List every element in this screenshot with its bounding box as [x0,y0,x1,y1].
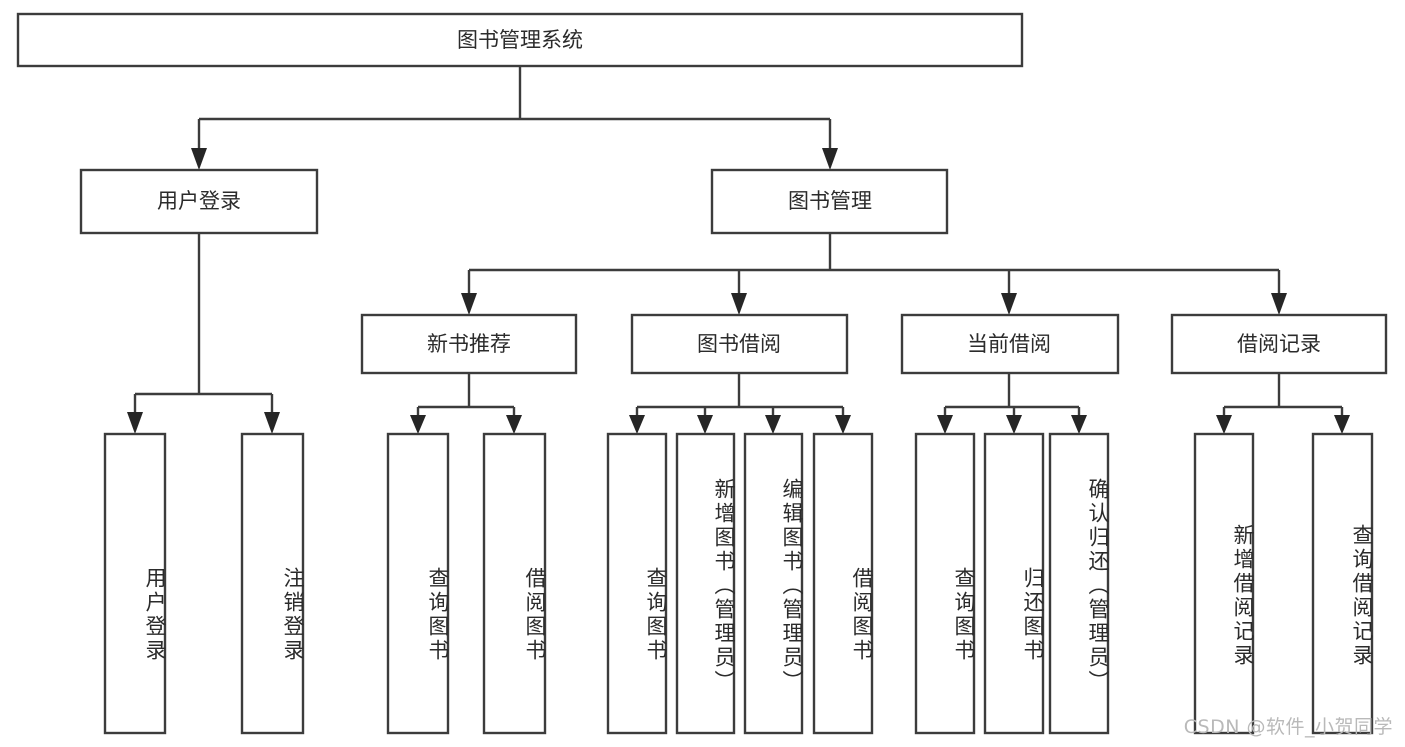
node-leaf-confirm-return-admin-box[interactable] [1048,432,1110,735]
arrow-head-leaf-add-book-admin [697,415,713,434]
node-book-management-box[interactable] [710,168,949,235]
arrow-head-leaf-query-book-recommend [410,415,426,434]
arrow-head-leaf-user-login [127,412,143,434]
node-leaf-query-book-borrow-box[interactable] [606,432,668,735]
node-borrow-records-label: 借阅记录 [1237,332,1321,356]
node-leaf-query-book-current-box[interactable] [914,432,976,735]
node-root-label: 图书管理系统 [457,28,583,52]
arrow-head-leaf-edit-book-admin [765,415,781,434]
arrow-head-book-borrow [731,293,747,315]
connector-layer [127,66,1350,434]
node-leaf-edit-book-admin-box[interactable] [743,432,804,735]
arrow-head-current-borrow [1001,293,1017,315]
node-leaf-borrow-book-box[interactable] [812,432,874,735]
arrow-head-leaf-borrow-book [835,415,851,434]
node-user-login-label: 用户登录 [157,189,241,213]
node-leaf-return-book-box[interactable] [983,432,1045,735]
arrow-head-leaf-add-borrow-record [1216,415,1232,434]
node-leaf-logout-box[interactable] [240,432,305,735]
node-root-box[interactable] [16,12,1024,68]
arrow-head-leaf-confirm-return-admin [1071,415,1087,434]
arrow-head-new-book-recommend [461,293,477,315]
node-book-borrow-label: 图书借阅 [697,332,781,356]
node-leaf-user-login-box[interactable] [103,432,167,735]
arrow-head-book-management [822,148,838,170]
arrow-head-leaf-logout [264,412,280,434]
node-book-management-label: 图书管理 [788,189,872,213]
node-current-borrow-box[interactable] [900,313,1120,375]
arrow-head-leaf-query-book-borrow [629,415,645,434]
node-leaf-add-book-admin-box[interactable] [675,432,736,735]
arrow-head-leaf-query-borrow-record [1334,415,1350,434]
node-current-borrow-label: 当前借阅 [967,332,1051,356]
node-user-login-box[interactable] [79,168,319,235]
arrow-head-leaf-query-book-current [937,415,953,434]
node-book-borrow-box[interactable] [630,313,849,375]
arrow-head-user-login [191,148,207,170]
arrow-head-borrow-records [1271,293,1287,315]
node-leaf-add-borrow-record-box[interactable] [1193,432,1255,735]
node-layer: 图书管理系统 用户登录 图书管理 新书推荐 图书借阅 当前借阅 借阅记录 [16,12,1388,735]
node-new-book-recommend-label: 新书推荐 [427,332,511,356]
csdn-watermark: CSDN @软件_小贺同学 [1183,716,1393,738]
node-leaf-query-borrow-record-box[interactable] [1311,432,1374,735]
node-leaf-borrow-book-recommend-box[interactable] [482,432,547,735]
arrow-head-leaf-borrow-book-recommend [506,415,522,434]
node-leaf-query-book-recommend-box[interactable] [386,432,450,735]
node-borrow-records-box[interactable] [1170,313,1388,375]
arrow-head-leaf-return-book [1006,415,1022,434]
node-new-book-recommend-box[interactable] [360,313,578,375]
